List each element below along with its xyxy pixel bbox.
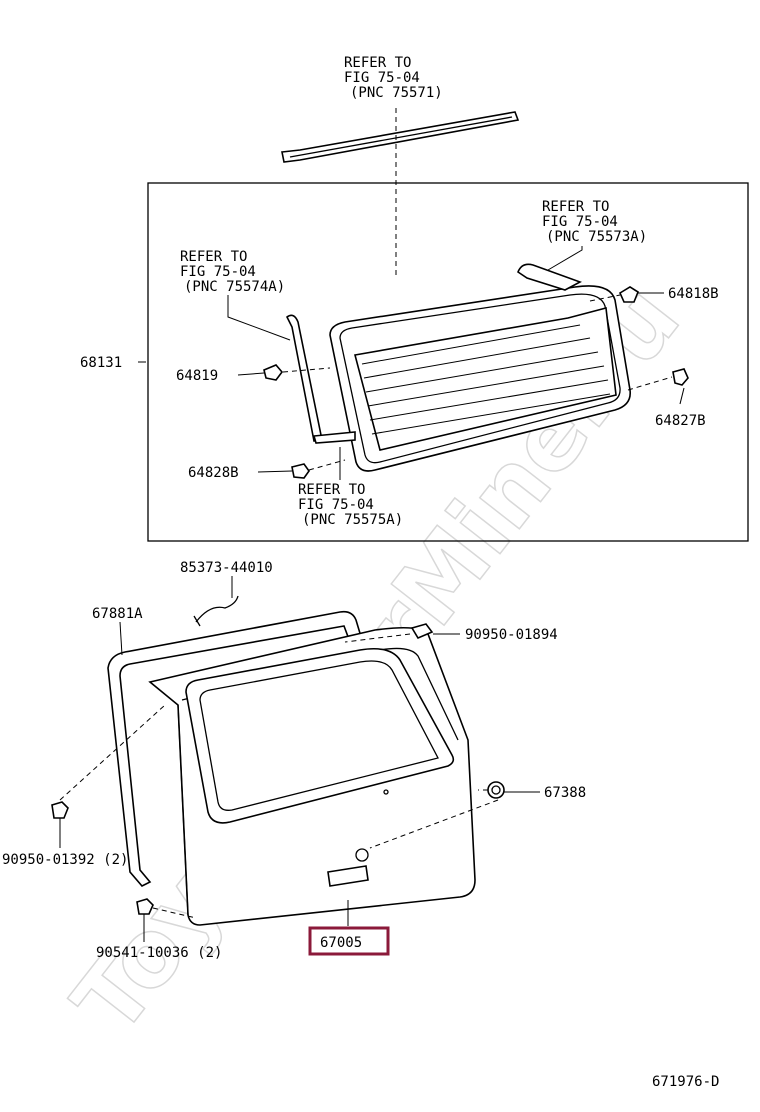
label-90541-10036: 90541-10036 (2) <box>96 945 222 961</box>
roof-molding <box>281 111 520 163</box>
lower-side-molding <box>312 431 356 444</box>
left-side-molding <box>285 314 323 442</box>
diagram-id: 671976-D <box>652 1074 719 1090</box>
label-64828b: 64828B <box>188 465 239 481</box>
highlight-box-67005 <box>308 926 390 956</box>
label-85373-44010: 85373-44010 <box>180 560 273 576</box>
back-window-glass <box>329 285 632 472</box>
back-door-panel <box>148 626 476 926</box>
cushion-90950-01392 <box>51 801 69 819</box>
clip-64818b <box>618 286 639 303</box>
clip-64827b <box>672 368 689 386</box>
washer-hose <box>195 595 239 623</box>
svg-text:(PNC 75575A): (PNC 75575A) <box>302 512 403 528</box>
label-67005[interactable]: 67005 <box>320 935 362 951</box>
ref-note-left: REFER TO FIG 75-04 (PNC 75574A) <box>180 249 285 295</box>
glass-assembly-box <box>147 182 749 542</box>
svg-text:REFER TO: REFER TO <box>298 482 365 498</box>
label-68131: 68131 <box>80 355 122 371</box>
label-90950-01392: 90950-01392 (2) <box>2 852 128 868</box>
label-64819: 64819 <box>176 368 218 384</box>
cushion-90541-10036 <box>136 898 154 915</box>
label-67881a: 67881A <box>92 606 143 622</box>
weatherstrip-67881a <box>107 610 364 887</box>
svg-text:FIG 75-04: FIG 75-04 <box>298 497 374 513</box>
right-top-molding <box>517 263 582 291</box>
stopper-90950-01894 <box>410 623 434 640</box>
label-64827b: 64827B <box>655 413 706 429</box>
svg-text:FIG 75-04: FIG 75-04 <box>344 70 420 86</box>
svg-text:(PNC 75573A): (PNC 75573A) <box>546 229 647 245</box>
label-67388: 67388 <box>544 785 586 801</box>
svg-text:FIG 75-04: FIG 75-04 <box>542 214 618 230</box>
clip-64819 <box>263 364 284 381</box>
svg-text:REFER TO: REFER TO <box>542 199 609 215</box>
label-64818b: 64818B <box>668 286 719 302</box>
svg-text:REFER TO: REFER TO <box>180 249 247 265</box>
svg-text:(PNC 75571): (PNC 75571) <box>350 85 443 101</box>
label-90950-01894: 90950-01894 <box>465 627 558 643</box>
svg-text:(PNC 75574A): (PNC 75574A) <box>184 279 285 295</box>
svg-text:REFER TO: REFER TO <box>344 55 411 71</box>
ref-note-bottom: REFER TO FIG 75-04 (PNC 75575A) <box>298 482 403 528</box>
grommet-67388 <box>487 781 505 799</box>
clip-64828b <box>291 463 310 479</box>
ref-note-right: REFER TO FIG 75-04 (PNC 75573A) <box>542 199 647 245</box>
ref-note-top: REFER TO FIG 75-04 (PNC 75571) <box>344 55 443 101</box>
svg-text:FIG 75-04: FIG 75-04 <box>180 264 256 280</box>
